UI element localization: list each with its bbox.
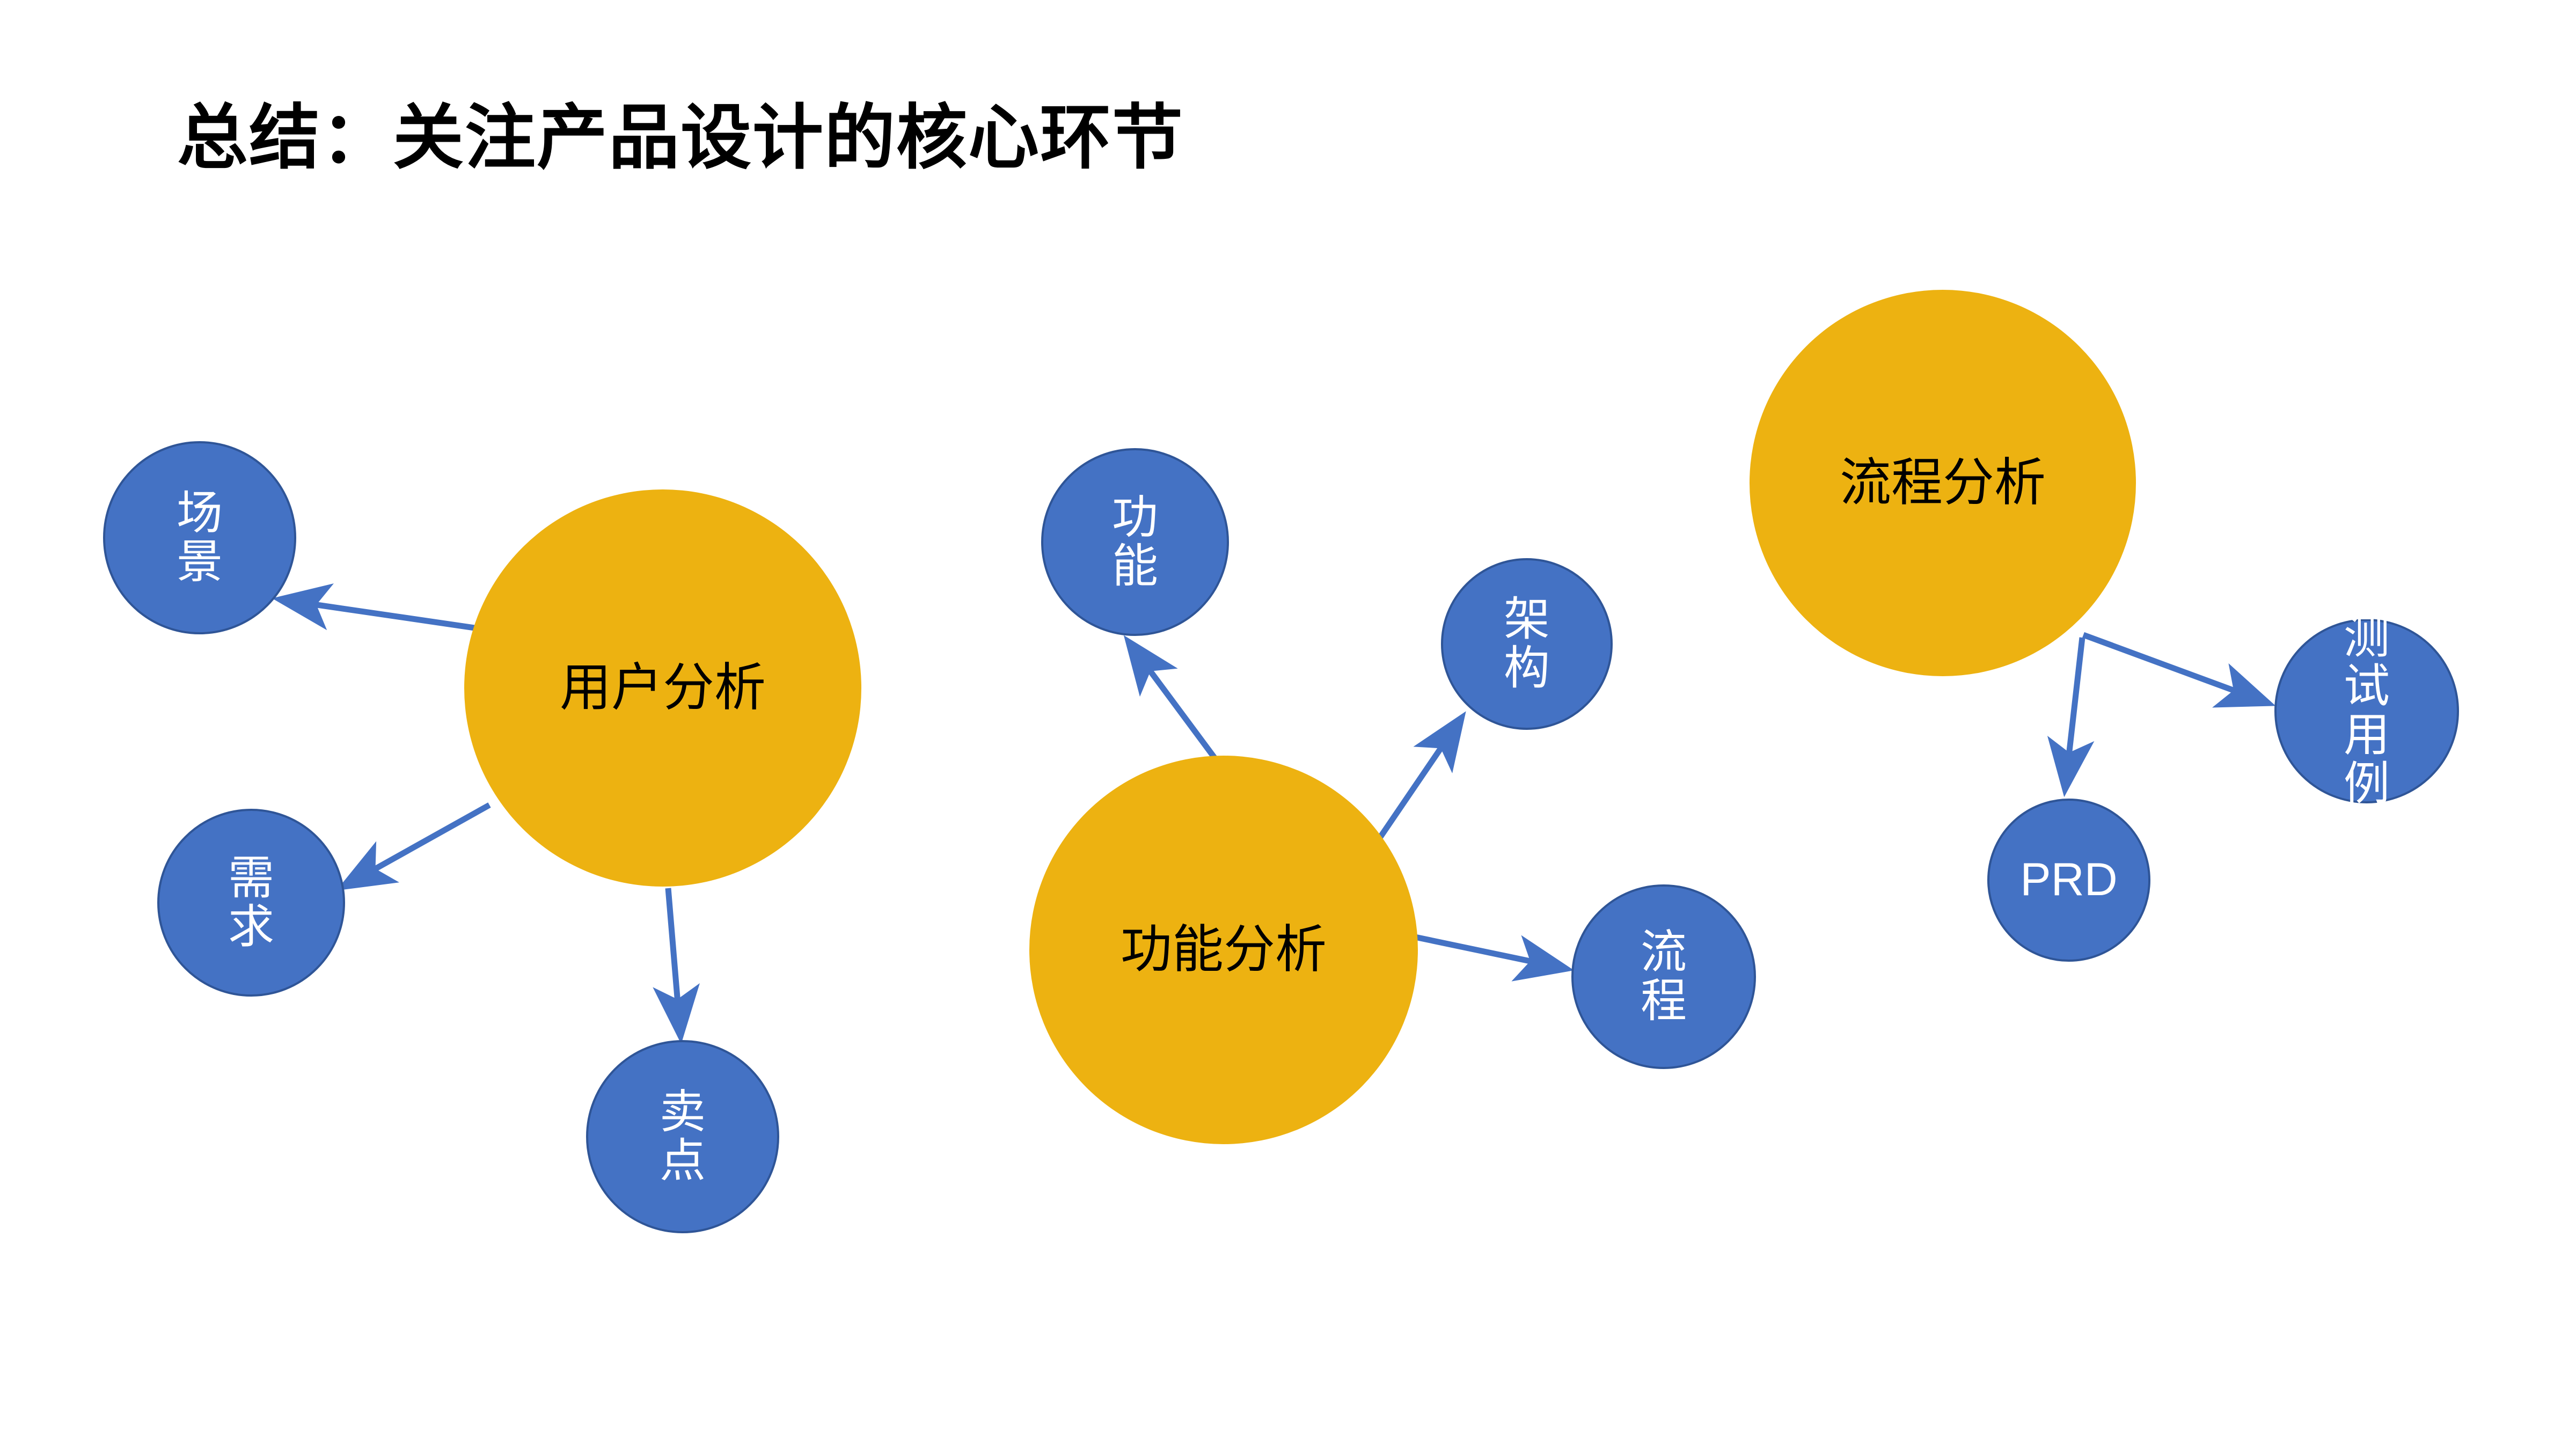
page-title: 总结：关注产品设计的核心环节 — [177, 98, 1184, 177]
edge-user-to-selling — [653, 888, 700, 1044]
node-label: 场景 — [177, 487, 223, 588]
node-process-analysis[interactable]: 流程分析 — [1750, 290, 2136, 676]
edge-user-to-scene — [272, 583, 486, 633]
node-label: 功能分析 — [1121, 921, 1327, 979]
node-label: 流程 — [1641, 926, 1687, 1027]
edge-process-to-prd — [2047, 637, 2095, 797]
node-feature-analysis[interactable]: 功能分析 — [1029, 756, 1418, 1144]
node-label: 流程分析 — [1840, 454, 2046, 512]
node-label: 需求 — [228, 852, 274, 953]
node-test-case[interactable]: 测试用例 — [2274, 613, 2459, 809]
node-prd[interactable]: PRD — [1987, 799, 2150, 962]
node-label: PRD — [2020, 854, 2118, 906]
node-label: 架构 — [1504, 593, 1550, 694]
node-user-analysis[interactable]: 用户分析 — [464, 489, 861, 887]
node-label: 功能 — [1112, 491, 1158, 592]
edge-feature-to-architecture — [1365, 711, 1466, 858]
node-scene[interactable]: 场景 — [103, 441, 296, 634]
node-label: 用户分析 — [560, 659, 766, 717]
edge-process-to-testcase — [2082, 632, 2276, 708]
node-architecture[interactable]: 架构 — [1441, 558, 1613, 730]
node-label: 卖点 — [660, 1086, 706, 1187]
edge-feature-to-flow — [1411, 933, 1575, 982]
edge-user-to-need — [336, 802, 491, 891]
node-flow[interactable]: 流程 — [1571, 884, 1756, 1069]
node-label: 测试用例 — [2344, 611, 2390, 810]
node-selling-point[interactable]: 卖点 — [586, 1040, 779, 1233]
node-requirement[interactable]: 需求 — [157, 809, 345, 997]
node-function[interactable]: 功能 — [1041, 448, 1229, 636]
